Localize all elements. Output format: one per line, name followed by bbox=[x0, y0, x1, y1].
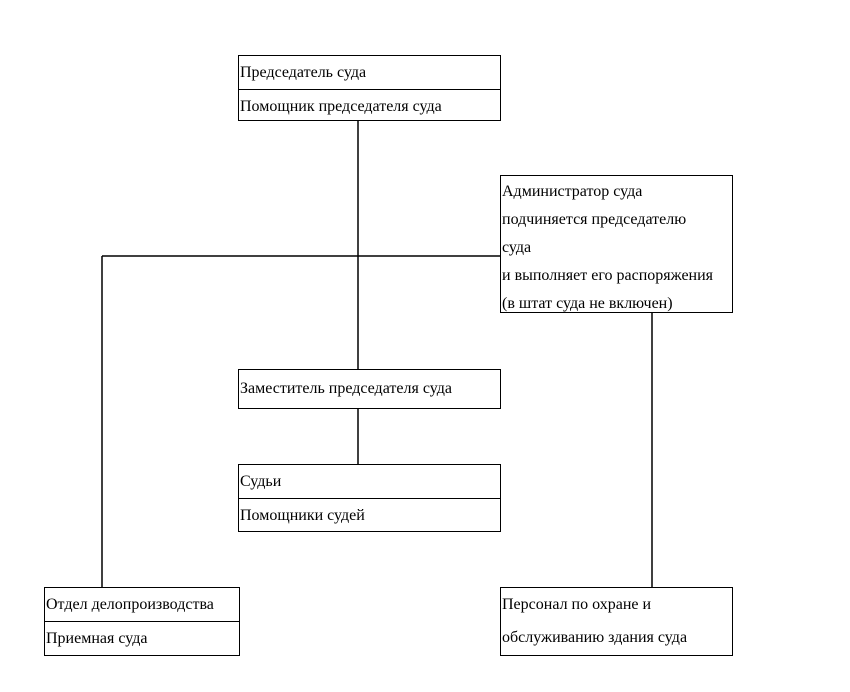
records-box: Отдел делопроизводства Приемная суда bbox=[44, 587, 240, 656]
judges-box: Судьи Помощники судей bbox=[238, 464, 501, 532]
deputy-title: Заместитель председателя суда bbox=[240, 380, 452, 397]
judges-assistants: Помощники судей bbox=[239, 498, 500, 531]
judges-title: Судьи bbox=[240, 473, 282, 490]
chairman-box: Председатель суда Помощник председателя … bbox=[238, 55, 501, 121]
security-box: Персонал по охране и обслуживанию здания… bbox=[500, 587, 733, 656]
security-line-1: Персонал по охране и bbox=[502, 596, 652, 613]
deputy-box: Заместитель председателя суда bbox=[238, 369, 501, 409]
administrator-line-4: и выполняет его распоряжения bbox=[502, 267, 714, 284]
chairman-title: Председатель суда bbox=[240, 64, 367, 81]
administrator-line-2: подчиняется председателю bbox=[502, 211, 687, 228]
records-title: Отдел делопроизводства bbox=[46, 596, 214, 613]
chairman-assistant: Помощник председателя суда bbox=[239, 89, 500, 122]
administrator-line-1: Администратор суда bbox=[502, 183, 643, 200]
security-line-2: обслуживанию здания суда bbox=[502, 629, 688, 646]
administrator-line-3: суда bbox=[502, 239, 532, 256]
administrator-line-5: (в штат суда не включен) bbox=[502, 295, 673, 312]
records-reception: Приемная суда bbox=[45, 621, 239, 654]
administrator-box: Администратор суда подчиняется председат… bbox=[500, 175, 733, 313]
